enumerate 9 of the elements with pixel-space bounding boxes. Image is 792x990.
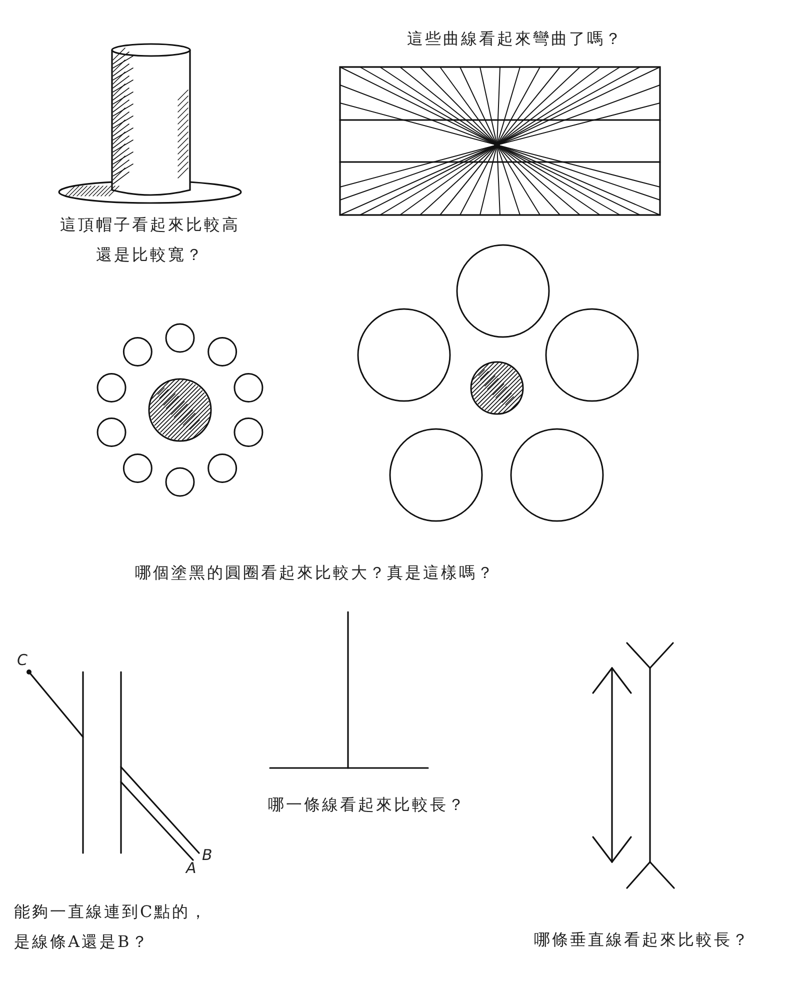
question-text: 這些曲線看起來彎曲了嗎？ bbox=[406, 28, 624, 50]
point-letter: C bbox=[17, 652, 28, 668]
caption-text: 這頂帽子看起來比較高還是比較寬？ bbox=[59, 214, 241, 266]
line-letter: B bbox=[202, 847, 212, 863]
question-text: 哪條垂直線看起來比較長？ bbox=[534, 929, 751, 951]
question-text: 哪一條線看起來比較長？ bbox=[268, 794, 467, 816]
question-text: 哪個塗黑的圓圈看起來比較大？真是這樣嗎？ bbox=[135, 562, 496, 584]
line-letter: A bbox=[186, 860, 196, 876]
question-text: 能夠一直線連到C點的，是線條A還是B？ bbox=[14, 901, 210, 953]
